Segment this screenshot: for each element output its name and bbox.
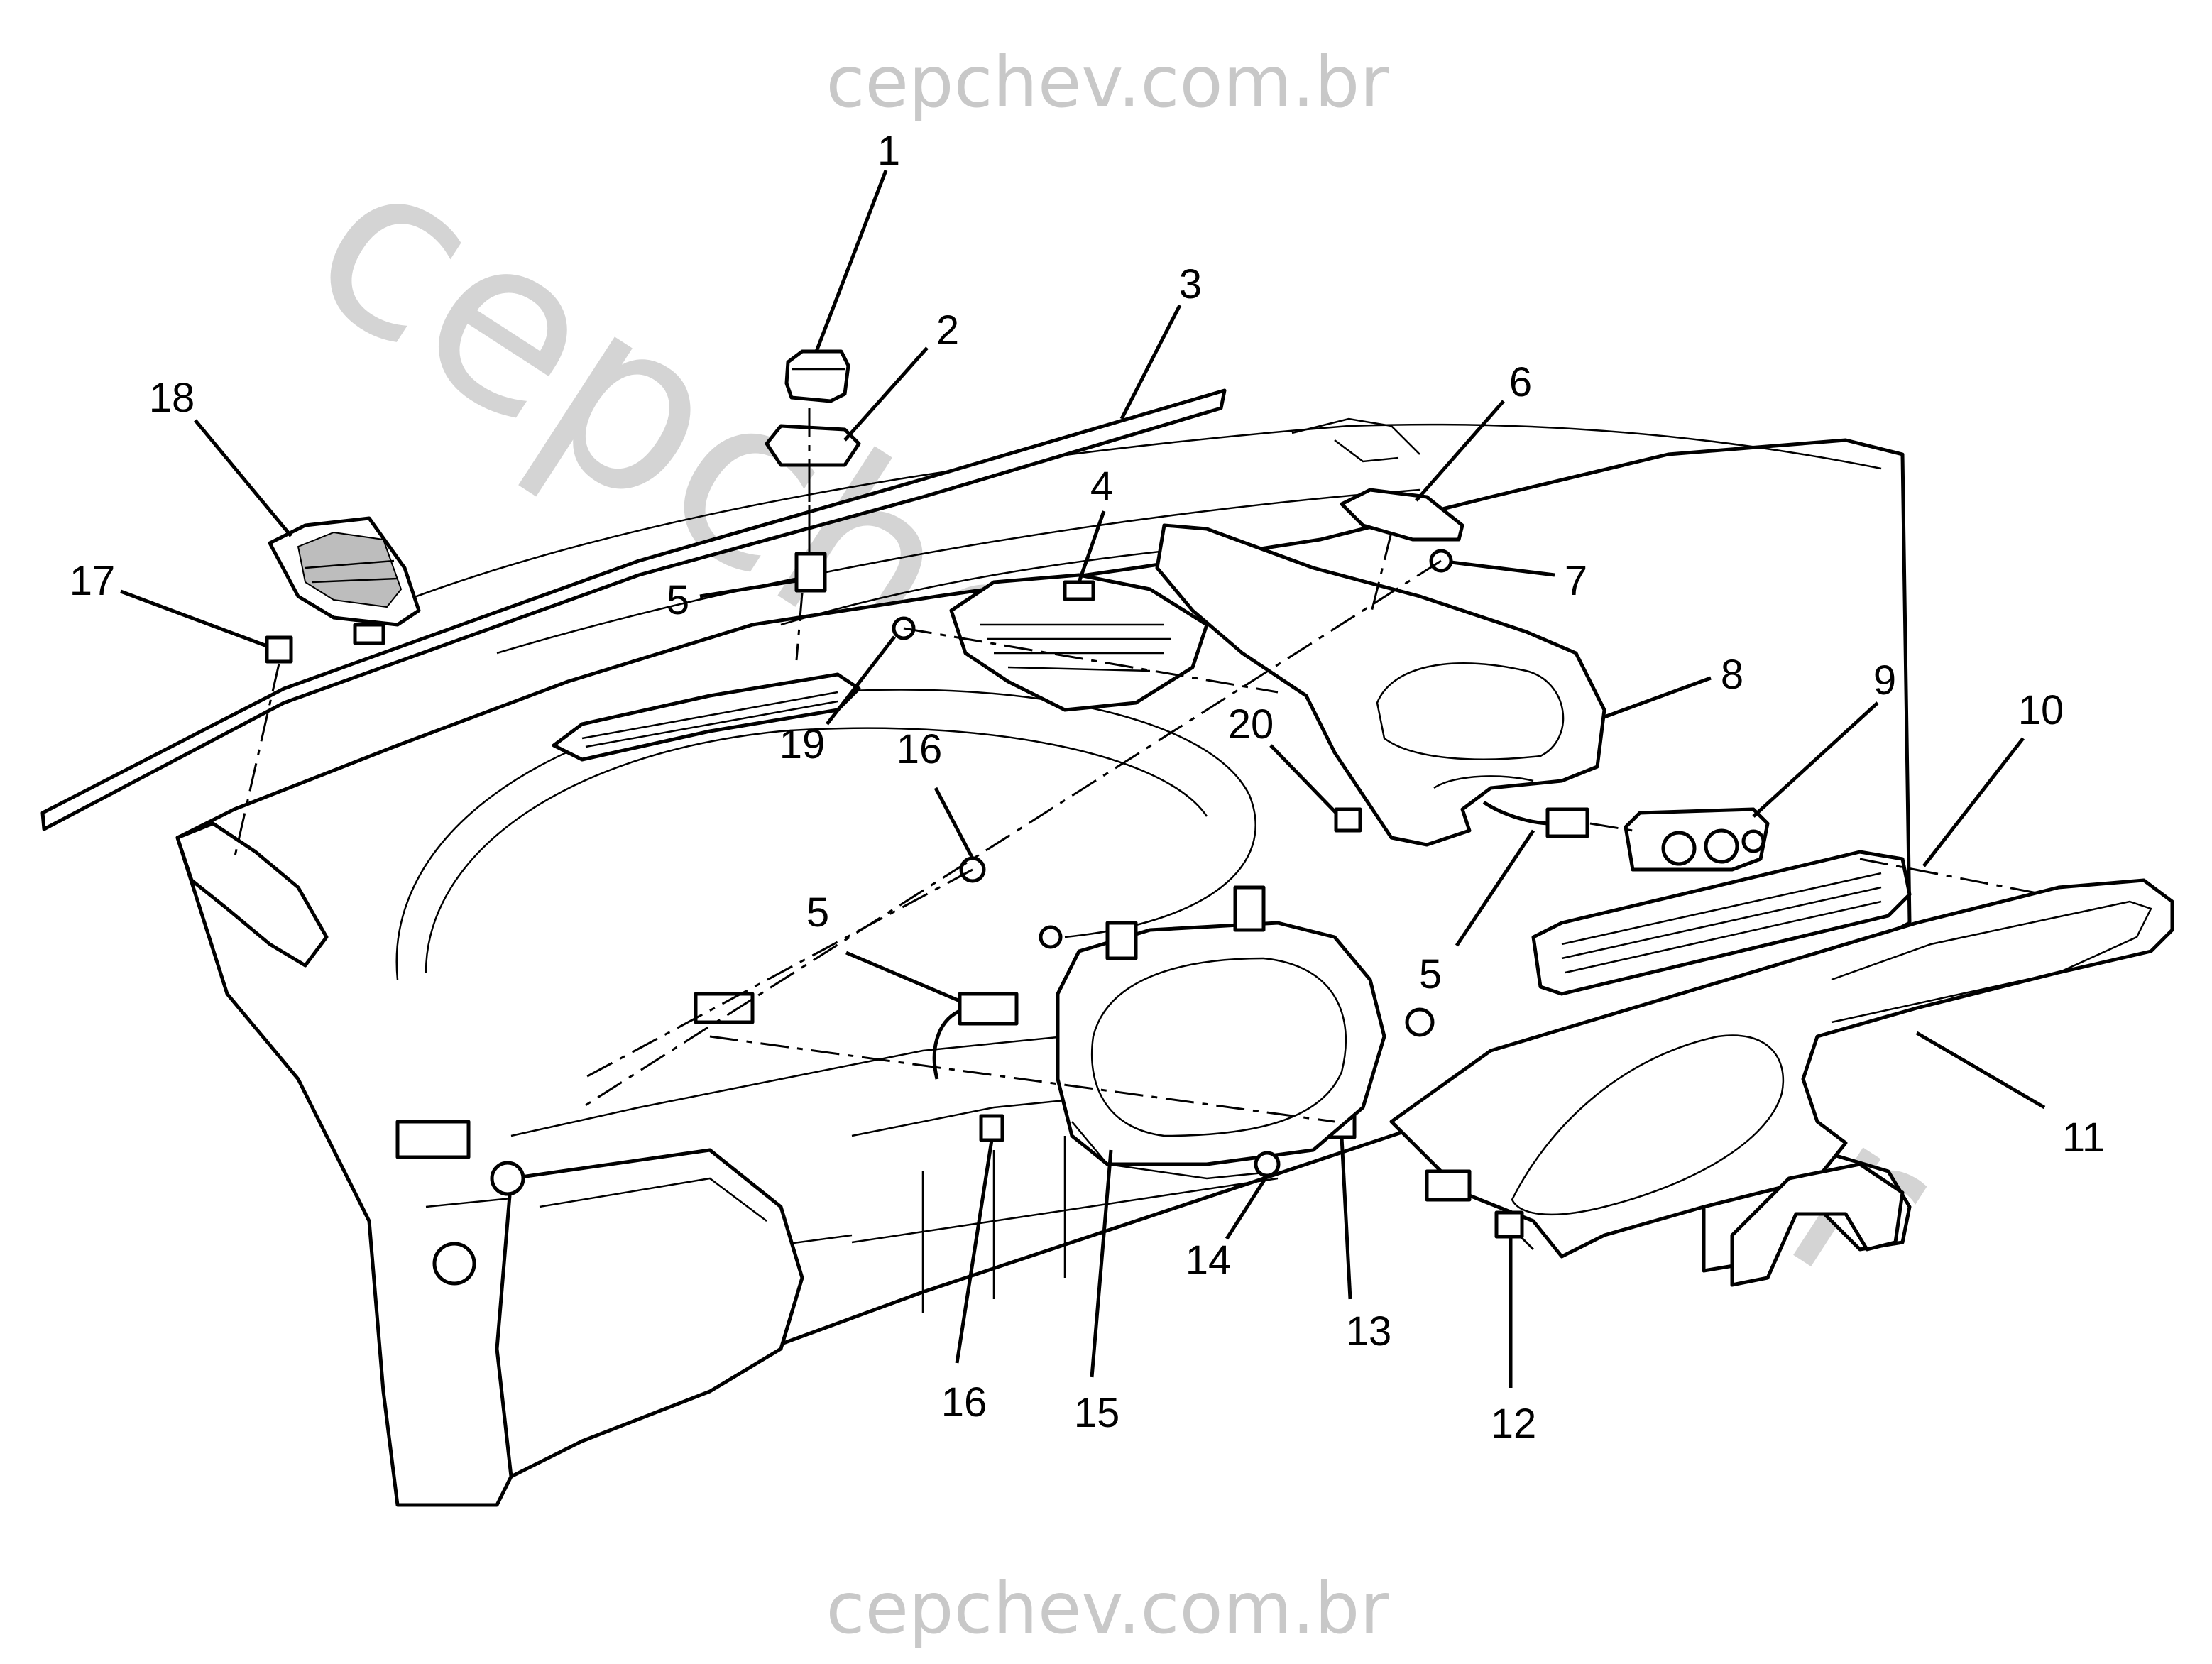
watermark-bottom: cepchev.com.br	[826, 1567, 1389, 1650]
callout-6: 6	[1509, 359, 1532, 405]
callout-5-top: 5	[667, 577, 689, 623]
instrument-cluster	[1056, 885, 1386, 1180]
speaker-grille	[268, 516, 421, 645]
windshield-garnish-molding	[40, 388, 1227, 831]
speaker-grille-clip	[265, 635, 293, 664]
clip-20	[1334, 807, 1362, 833]
callout-5-left: 5	[806, 890, 829, 936]
sensor-bezel	[765, 424, 861, 467]
callout-20: 20	[1228, 701, 1274, 748]
air-outlet-center	[1531, 850, 1912, 996]
callout-10: 10	[2018, 687, 2064, 733]
callout-1: 1	[877, 128, 900, 174]
watermark-top: cepchev.com.br	[826, 40, 1389, 124]
callouts: 1 2 3 4 5 5 5 6 7 8 9 10 11 12 13 14 15 …	[70, 128, 2105, 1447]
center-trim-panel	[1155, 523, 1606, 847]
hvac-control-module	[1624, 807, 1770, 872]
instrument-panel-trim-plate	[1389, 878, 2174, 1259]
callout-16-lower: 16	[941, 1379, 987, 1425]
callout-2: 2	[936, 307, 959, 354]
clip-16-lower	[979, 1114, 1004, 1142]
upper-trim-vent	[1340, 488, 1464, 542]
callout-9: 9	[1873, 657, 1896, 704]
callout-8: 8	[1721, 652, 1743, 698]
connector-top	[794, 552, 827, 593]
callout-4: 4	[1090, 464, 1113, 510]
callout-17: 17	[70, 558, 116, 604]
clip-12	[1494, 1210, 1524, 1239]
column-shroud	[1730, 1162, 1905, 1287]
callout-12: 12	[1491, 1401, 1537, 1447]
callout-7: 7	[1565, 558, 1587, 604]
connector-right	[1482, 800, 1589, 838]
callout-11: 11	[2062, 1115, 2105, 1161]
air-outlet-left	[949, 573, 1209, 712]
callout-14: 14	[1186, 1237, 1232, 1283]
callout-18: 18	[149, 375, 195, 421]
connector-left	[932, 992, 1019, 1080]
sunload-sensor	[784, 349, 850, 403]
callout-16-upper: 16	[897, 726, 943, 772]
callout-15: 15	[1074, 1390, 1120, 1436]
callout-5-right: 5	[1419, 951, 1442, 997]
assembly-lines	[233, 408, 2045, 1251]
screw-14	[1254, 1151, 1281, 1178]
connector-13-bracket	[1425, 1169, 1472, 1202]
callout-19: 19	[779, 721, 826, 767]
callout-3: 3	[1179, 261, 1202, 307]
leader-lines	[120, 170, 2046, 1388]
callout-13: 13	[1346, 1308, 1392, 1354]
